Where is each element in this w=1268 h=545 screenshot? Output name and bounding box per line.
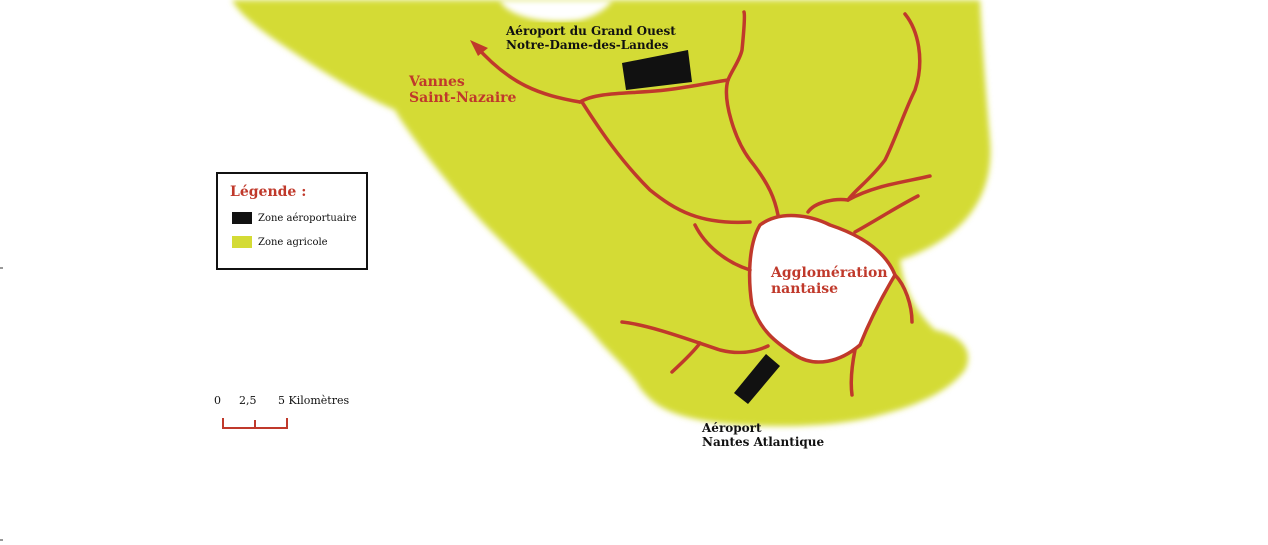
top-notch (500, 0, 612, 22)
vannes-label: Vannes (409, 74, 465, 90)
scale-bar (222, 418, 288, 429)
legend-item-label: Zone agricole (258, 236, 328, 248)
destination-label: Vannes Saint-Nazaire (409, 74, 516, 106)
road-west-2 (693, 223, 752, 272)
ring-road (747, 213, 897, 364)
road-north-2 (724, 78, 780, 217)
airport-zone-nantes-atlantique (734, 354, 780, 404)
road-south-west (620, 320, 770, 355)
road-west-1 (580, 100, 752, 225)
airport-zone-grand-ouest (622, 50, 692, 90)
legend-item-airport: Zone aéroportuaire (232, 212, 357, 224)
legend-box: Légende : Zone aéroportuaire Zone agrico… (216, 172, 368, 270)
legend-item-agri: Zone agricole (232, 236, 328, 248)
airport-grand-ouest-line1: Aéroport du Grand Ouest (506, 24, 676, 38)
airport-nantes-line2: Nantes Atlantique (702, 435, 825, 449)
legend-item-label: Zone aéroportuaire (258, 212, 357, 224)
road-ring-north (806, 197, 850, 214)
road-south-east (893, 273, 914, 324)
airport-nantes-label: Aéroport Nantes Atlantique (702, 421, 824, 449)
legend-title: Légende : (230, 184, 307, 200)
airport-grand-ouest-label: Aéroport du Grand Ouest Notre-Dame-des-L… (506, 24, 676, 52)
scale-tick-5: 5 Kilomètres (278, 394, 350, 407)
airport-grand-ouest-line2: Notre-Dame-des-Landes (506, 38, 669, 52)
agglomeration-area (749, 215, 895, 363)
road-network (473, 10, 932, 397)
scale-tick-2-5: 2,5 (239, 394, 257, 407)
agglomeration-line1: Agglomération (771, 265, 888, 281)
legend-swatch-airport (232, 212, 252, 224)
road-south-west-2 (670, 341, 702, 374)
agglomeration-label: Agglomération nantaise (771, 265, 888, 297)
road-north-1 (726, 10, 747, 82)
arrow-head (470, 40, 488, 56)
road-east-1 (846, 174, 932, 202)
road-south-1 (849, 348, 857, 397)
road-to-vannes (473, 43, 582, 104)
agglomeration-line2: nantaise (771, 281, 839, 297)
road-north-west (578, 78, 730, 104)
legend-swatch-agri (232, 236, 252, 248)
road-east-2 (853, 194, 920, 234)
airport-nantes-line1: Aéroport (702, 421, 762, 435)
saint-nazaire-label: Saint-Nazaire (409, 90, 517, 106)
road-north-east (846, 12, 922, 202)
scale-tick-0: 0 (214, 394, 221, 407)
